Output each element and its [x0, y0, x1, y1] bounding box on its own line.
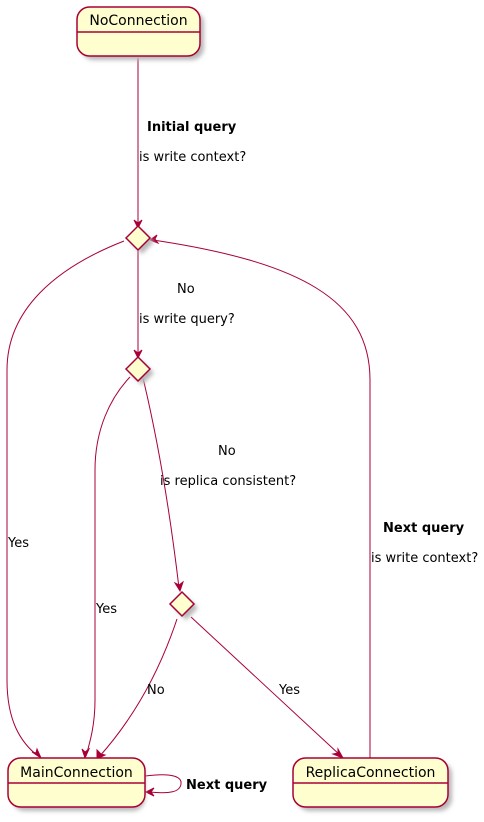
edge-replica-consistent: No is replica consistent? — [142, 377, 296, 593]
choice-is-write-query — [124, 355, 154, 385]
edge-label-no: No — [218, 444, 236, 459]
edge-choice1-yes: Yes — [6, 240, 125, 760]
state-label-replica-connection: ReplicaConnection — [306, 765, 436, 781]
edge-label-initial-query: Initial query — [147, 120, 237, 135]
arrowhead — [81, 747, 91, 760]
edge-write-query: No is write query? — [133, 250, 235, 360]
edge-choice3-yes: Yes — [190, 616, 345, 759]
arrowhead — [133, 219, 143, 230]
edge-choice2-yes: Yes — [81, 376, 131, 760]
edge-condition-is-write-query: is write query? — [139, 312, 235, 327]
edge-label-yes: Yes — [278, 683, 300, 698]
arrowhead — [144, 787, 155, 797]
edge-initial-query: Initial query is write context? — [133, 58, 246, 230]
edge-label-yes: Yes — [95, 602, 117, 617]
edge-condition-is-replica-consistent: is replica consistent? — [160, 474, 296, 489]
edge-next-query-replica: Next query is write context? — [148, 234, 478, 758]
edge-condition-is-write-context: is write context? — [139, 150, 246, 165]
edge-condition-is-write-context: is write context? — [371, 551, 478, 566]
choice-diamond-icon — [124, 355, 152, 383]
edge-label-no: No — [147, 683, 165, 698]
edge-label-no: No — [177, 282, 195, 297]
arrowhead — [148, 234, 160, 245]
state-label-main-connection: MainConnection — [20, 765, 133, 781]
choice-diamond-icon — [168, 590, 196, 618]
edge-choice3-no: No — [96, 618, 178, 760]
choice-diamond-icon — [124, 224, 152, 252]
arrowhead — [173, 580, 184, 593]
state-main-connection: MainConnection — [7, 757, 146, 811]
edge-label-yes: Yes — [7, 536, 29, 551]
choice-is-write-context — [124, 224, 154, 254]
arrowhead — [31, 747, 43, 760]
state-no-connection: NoConnection — [76, 6, 204, 60]
choice-is-replica-consistent — [168, 590, 198, 620]
edge-label-next-query: Next query — [383, 521, 465, 536]
state-replica-connection: ReplicaConnection — [292, 757, 452, 811]
edge-label-next-query: Next query — [186, 778, 268, 793]
arrowhead — [133, 349, 143, 360]
state-label-no-connection: NoConnection — [89, 13, 187, 29]
arrowhead — [96, 748, 107, 760]
arrowhead — [331, 747, 345, 759]
edge-next-query-main: Next query — [144, 774, 268, 797]
